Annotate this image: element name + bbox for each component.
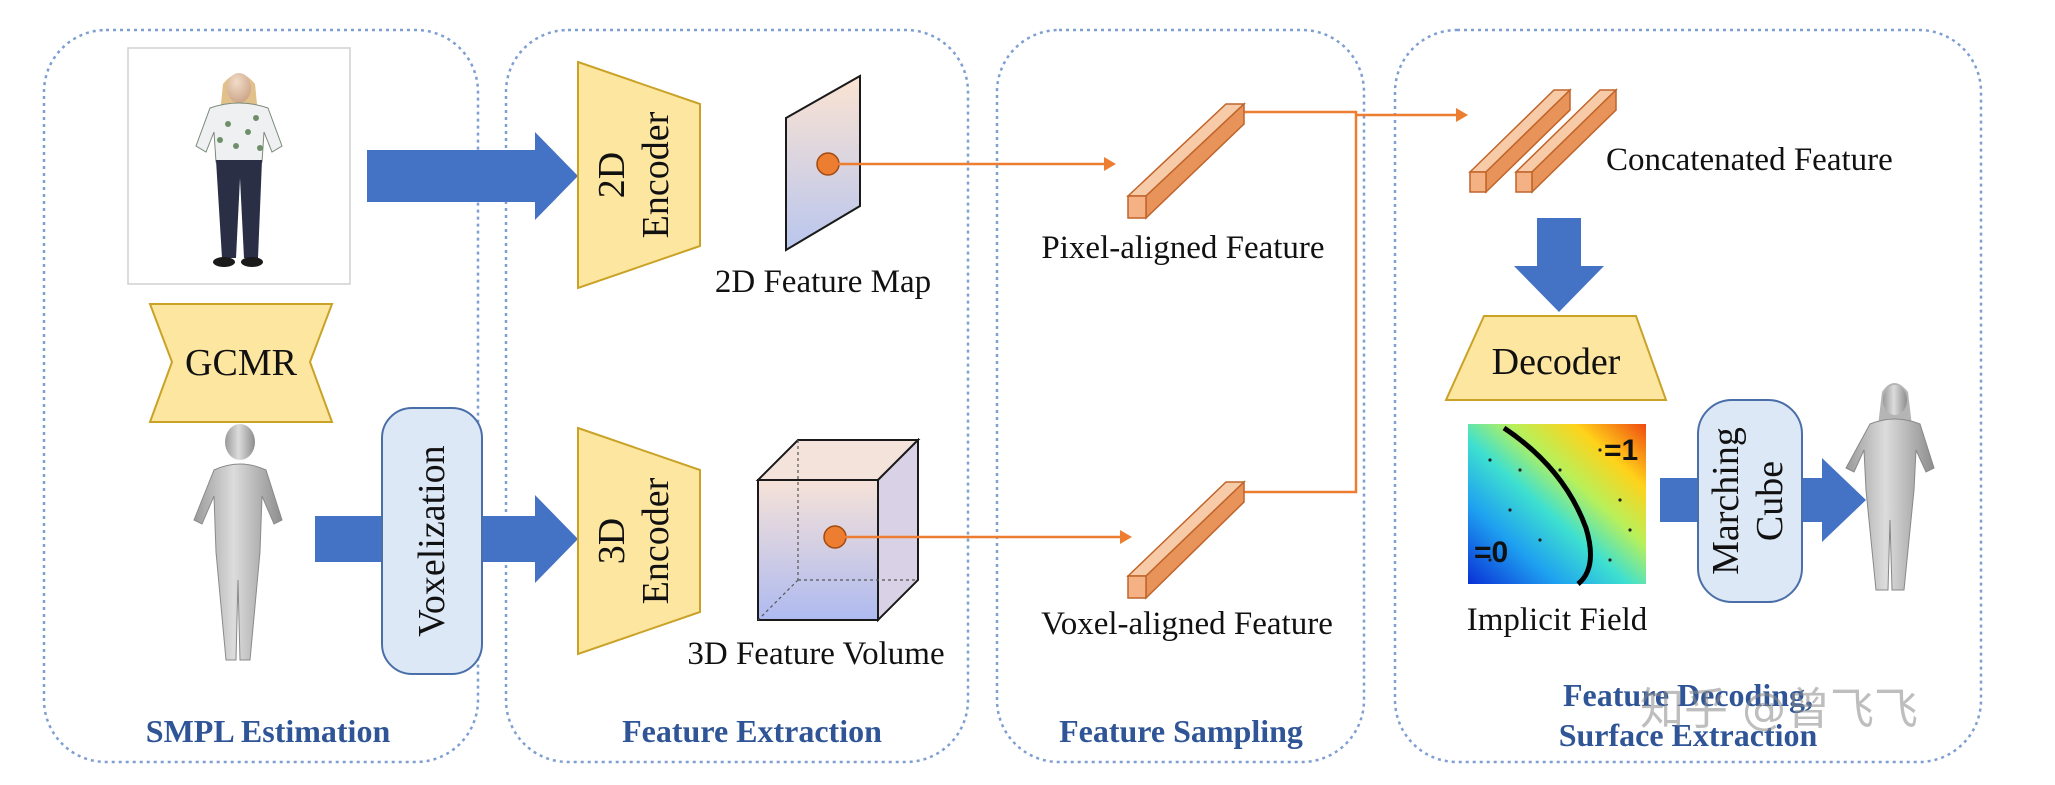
input-photo bbox=[127, 47, 351, 285]
stage-title-decoding-line2: Surface Extraction bbox=[1559, 717, 1818, 753]
encoder-3d-module: 3D Encoder bbox=[577, 426, 701, 656]
arrow-photo-to-2d-encoder bbox=[367, 132, 578, 220]
arrow-voxelization-to-3d-encoder bbox=[478, 495, 578, 583]
stage-title-decoding-line1: Feature Decoding, bbox=[1563, 677, 1813, 713]
connector-arrowhead-voxel bbox=[1120, 530, 1132, 544]
connector-arrowhead-pixel bbox=[1104, 157, 1116, 171]
encoder-2d-module: 2D Encoder bbox=[577, 60, 701, 290]
pixel-aligned-feature-label: Pixel-aligned Feature bbox=[1041, 230, 1324, 266]
panel-feature-sampling bbox=[995, 28, 1366, 764]
reconstructed-human-mesh bbox=[1845, 383, 1935, 591]
arrow-concat-to-decoder bbox=[1514, 218, 1604, 312]
field-value-zero: =0 bbox=[1474, 536, 1508, 569]
person-figure-photo bbox=[195, 73, 283, 267]
marching-cube-module: Marching Cube bbox=[1697, 399, 1803, 603]
orange-connectors bbox=[828, 110, 1456, 539]
pixel-aligned-feature-bar bbox=[1126, 102, 1246, 220]
stage-title-extraction: Feature Extraction bbox=[622, 713, 882, 749]
marching-cube-line1: Marching bbox=[1705, 427, 1747, 575]
implicit-field-image: =1 =0 bbox=[1468, 424, 1646, 586]
encoder-3d-line2: Encoder bbox=[635, 477, 677, 604]
arrow-marching-cube-to-mesh bbox=[1802, 458, 1866, 542]
voxelization-module: Voxelization bbox=[381, 407, 483, 675]
gcmr-label: GCMR bbox=[185, 342, 298, 384]
voxelization-label: Voxelization bbox=[411, 445, 453, 636]
decoder-label: Decoder bbox=[1492, 341, 1621, 383]
arrow-field-to-marching-cube bbox=[1660, 478, 1698, 522]
concatenated-feature-bars bbox=[1468, 88, 1618, 194]
encoder-2d-line1: 2D bbox=[591, 152, 633, 198]
voxel-aligned-feature-label: Voxel-aligned Feature bbox=[1041, 606, 1333, 642]
marching-cube-line2: Cube bbox=[1749, 461, 1791, 541]
panel-smpl-estimation bbox=[42, 28, 480, 764]
stage-title-sampling: Feature Sampling bbox=[1059, 713, 1303, 749]
smpl-body-mesh bbox=[193, 424, 283, 661]
panel-feature-decoding bbox=[1393, 28, 1983, 764]
connector-arrowhead-concat bbox=[1456, 108, 1468, 122]
arrow-mesh-to-voxelization bbox=[315, 516, 390, 562]
encoder-3d-line1: 3D bbox=[591, 518, 633, 564]
encoder-2d-line2: Encoder bbox=[635, 111, 677, 238]
feature-volume-3d-label: 3D Feature Volume bbox=[687, 636, 944, 672]
concatenated-feature-label: Concatenated Feature bbox=[1606, 142, 1893, 178]
field-value-one: =1 bbox=[1604, 434, 1638, 467]
watermark: 知乎 @曾飞飞 bbox=[1640, 684, 1918, 735]
implicit-field-label: Implicit Field bbox=[1467, 602, 1648, 638]
feature-volume-3d bbox=[755, 437, 921, 623]
feature-map-2d-label: 2D Feature Map bbox=[715, 264, 931, 300]
decoder-module: Decoder bbox=[1444, 315, 1668, 401]
stage-title-smpl: SMPL Estimation bbox=[146, 713, 391, 749]
panel-feature-extraction bbox=[504, 28, 970, 764]
voxel-aligned-feature-bar bbox=[1126, 480, 1246, 600]
gcmr-module: GCMR bbox=[148, 303, 334, 423]
